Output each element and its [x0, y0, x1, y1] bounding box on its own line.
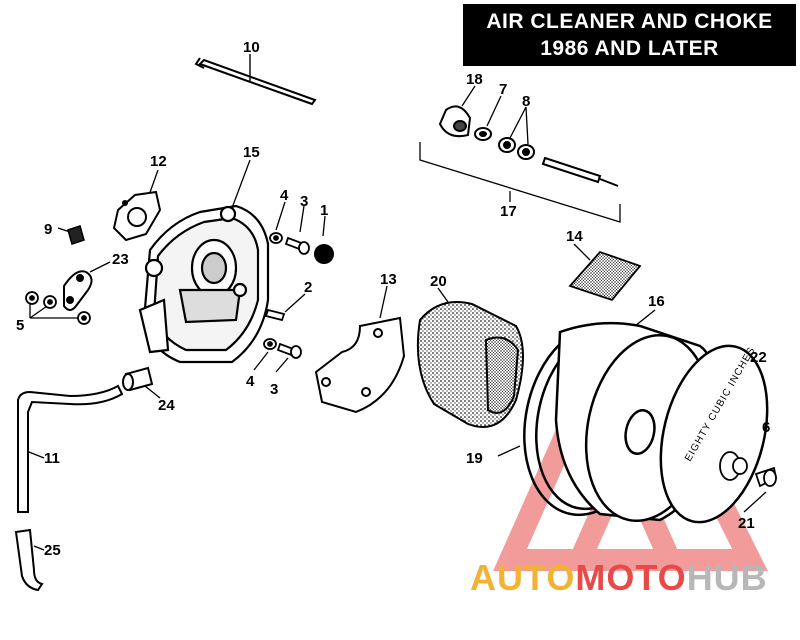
part-3-screw-bottom: [276, 342, 302, 359]
callout-3-bottom: 3: [270, 381, 278, 398]
part-3-screw-top: [284, 236, 310, 255]
callout-20: 20: [430, 273, 447, 290]
part-20-filter-element: [416, 301, 524, 428]
callout-17: 17: [500, 203, 517, 220]
callout-19: 19: [466, 450, 483, 467]
part-22-trim-plate: EIGHTY CUBIC INCHES: [659, 344, 769, 524]
title-line-1: AIR CLEANER AND CHOKE: [486, 10, 773, 33]
callout-4-top: 4: [280, 187, 289, 204]
part-21-screw: [754, 466, 778, 488]
callout-13: 13: [380, 271, 397, 288]
part-14-label: [568, 250, 642, 302]
part-1-plug: [314, 244, 334, 264]
part-18-choke-knob: [438, 105, 472, 138]
part-9-clip: [67, 225, 85, 245]
part-2-screw: [264, 308, 286, 322]
callout-24: 24: [158, 397, 175, 414]
callout-6: 6: [762, 419, 770, 436]
callout-7: 7: [499, 81, 507, 98]
callout-labels: 10 18 7 8 12 15 4 3 1 17 9 23 14 2 13 20…: [16, 39, 770, 559]
callout-11: 11: [44, 450, 60, 467]
callout-9: 9: [44, 221, 52, 238]
part-8-washers: [498, 137, 535, 160]
callout-4-bottom: 4: [246, 373, 255, 390]
part-15-backplate: [138, 204, 270, 364]
callout-8: 8: [522, 93, 530, 110]
part-11-hose: [17, 384, 124, 513]
diagram-title-box: AIR CLEANER AND CHOKE 1986 AND LATER: [463, 4, 796, 66]
part-23-bracket: [63, 270, 93, 311]
callout-2: 2: [304, 279, 312, 296]
part-24-grommet: [122, 366, 154, 392]
watermark-part-2: MOTO: [575, 557, 687, 598]
callout-14: 14: [566, 228, 583, 245]
callout-23: 23: [112, 251, 129, 268]
callout-22: 22: [750, 349, 767, 366]
part-12-gasket: [112, 190, 162, 242]
part-7-nut: [474, 127, 492, 141]
part-5-washers: [25, 291, 91, 325]
callout-16: 16: [648, 293, 665, 310]
part-4-washer-bottom: [263, 338, 277, 350]
part-4-washer-top: [269, 232, 283, 244]
part-17-choke-cable: [541, 156, 619, 187]
part-6-washer: [732, 457, 748, 475]
part-13-gasket: [314, 316, 406, 414]
callout-18: 18: [466, 71, 483, 88]
callout-5: 5: [16, 317, 24, 334]
watermark-part-3: HUB: [686, 557, 768, 598]
callout-25: 25: [44, 542, 61, 559]
callout-10: 10: [243, 39, 260, 56]
callout-12: 12: [150, 153, 167, 170]
callout-1: 1: [320, 202, 328, 219]
callout-15: 15: [243, 144, 260, 161]
part-10-cable-tie: [194, 57, 317, 106]
callout-3-top: 3: [300, 193, 308, 210]
watermark-part-1: AUTO: [470, 557, 576, 598]
watermark-text: AUTOMOTOHUB: [470, 560, 768, 596]
title-line-2: 1986 AND LATER: [540, 37, 719, 60]
part-25-elbow: [14, 528, 44, 592]
callout-21: 21: [738, 515, 755, 532]
